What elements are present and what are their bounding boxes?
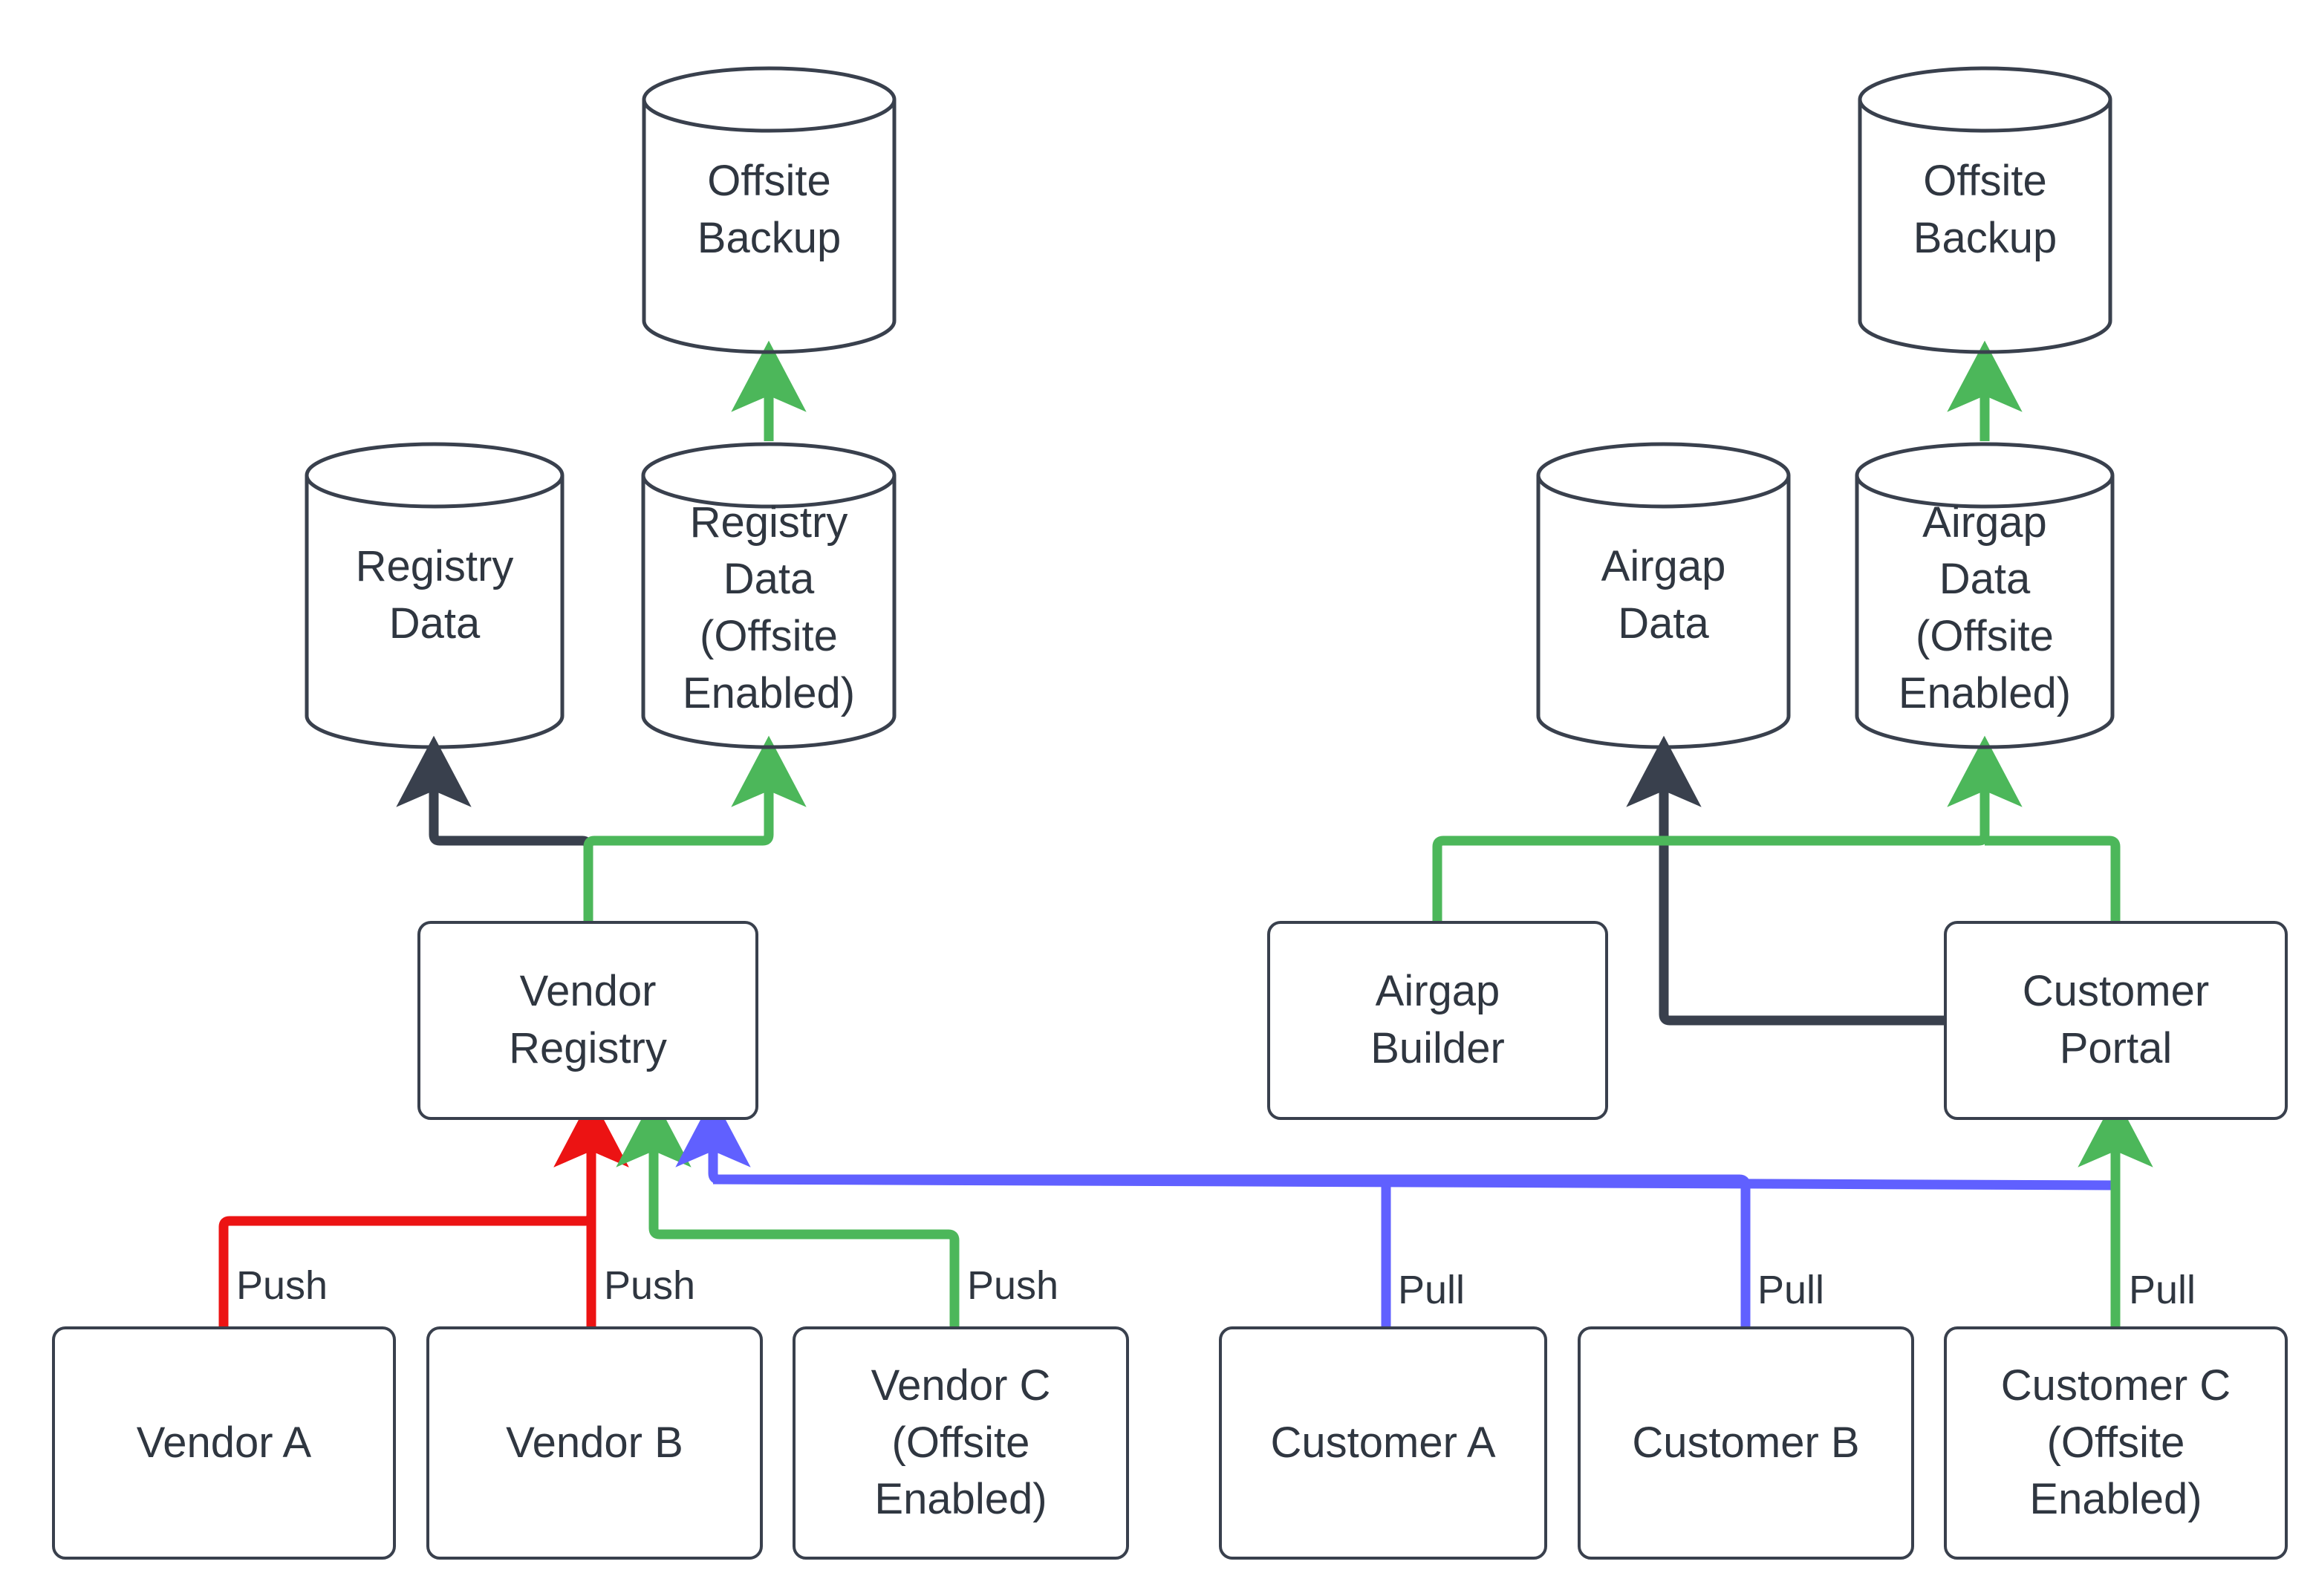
node-customer-portal[interactable]: Customer Portal (1944, 921, 2288, 1120)
edge-label-customer-a-pull: Pull (1398, 1268, 1465, 1312)
node-label: Offsite Backup (697, 157, 842, 262)
cylinder-shape (641, 442, 897, 749)
edge-customerportal-to-airgapdataoffsite (1985, 836, 2121, 921)
cylinder-shape (305, 442, 565, 749)
node-label: Vendor B (506, 1418, 683, 1467)
edge-customerportal-to-airgapdata (1626, 735, 1944, 1026)
node-label: Airgap Data (1601, 542, 1726, 648)
node-customer-a[interactable]: Customer A (1219, 1326, 1547, 1560)
node-label: Offsite Backup (1913, 157, 2057, 262)
edge-label-vendor-b-push: Push (604, 1263, 696, 1308)
node-vendor-c[interactable]: Vendor C (Offsite Enabled) (793, 1326, 1129, 1560)
node-label: Vendor A (136, 1418, 312, 1467)
edge-label-vendor-c-push: Push (967, 1263, 1059, 1308)
node-label: Vendor C (Offsite Enabled) (871, 1361, 1051, 1524)
edge-vendorregistry-to-registrydataoffsite (583, 735, 807, 921)
node-customer-c[interactable]: Customer C (Offsite Enabled) (1944, 1326, 2288, 1560)
node-label: Vendor Registry (509, 967, 667, 1072)
node-label: Customer C (Offsite Enabled) (2000, 1361, 2231, 1524)
node-label: Registry Data (355, 542, 514, 648)
cylinder-shape (642, 66, 897, 354)
node-label: Customer A (1270, 1418, 1496, 1467)
edge-airgapbuilder-to-airgapdataoffsite (1432, 735, 2023, 921)
node-vendor-registry[interactable]: Vendor Registry (417, 921, 758, 1120)
node-offsite-backup-left[interactable]: Offsite Backup (641, 65, 897, 355)
cylinder-shape (1855, 442, 2115, 749)
edge-label-customer-b-pull: Pull (1757, 1268, 1825, 1312)
node-registry-data[interactable]: Registry Data (304, 441, 565, 750)
node-vendor-a[interactable]: Vendor A (52, 1326, 396, 1560)
node-registry-data-offsite[interactable]: Registry Data (Offsite Enabled) (640, 441, 897, 750)
edge-vendorc-to-vendorregistry (616, 1095, 960, 1326)
node-airgap-data[interactable]: Airgap Data (1535, 441, 1792, 750)
node-label: Registry Data (Offsite Enabled) (682, 498, 856, 717)
edge-customerb-to-vendorregistry (713, 1174, 1751, 1326)
edge-vendorregistry-to-registrydata (396, 735, 593, 921)
node-label: Airgap Data (Offsite Enabled) (1898, 498, 2072, 717)
edge-label-customer-c-pull: Pull (2129, 1268, 2196, 1312)
edge-label-vendor-a-push: Push (236, 1263, 328, 1308)
node-label: Airgap Builder (1370, 967, 1505, 1072)
edge-customerc-to-vendorregistry (712, 1174, 2116, 1191)
node-customer-b[interactable]: Customer B (1578, 1326, 1914, 1560)
cylinder-shape (1858, 66, 2112, 354)
node-airgap-builder[interactable]: Airgap Builder (1267, 921, 1608, 1120)
node-airgap-data-offsite[interactable]: Airgap Data (Offsite Enabled) (1854, 441, 2115, 750)
node-label: Customer Portal (2022, 967, 2210, 1072)
cylinder-shape (1536, 442, 1791, 749)
node-label: Customer B (1632, 1418, 1860, 1467)
node-offsite-backup-right[interactable]: Offsite Backup (1857, 65, 2113, 355)
node-vendor-b[interactable]: Vendor B (426, 1326, 763, 1560)
